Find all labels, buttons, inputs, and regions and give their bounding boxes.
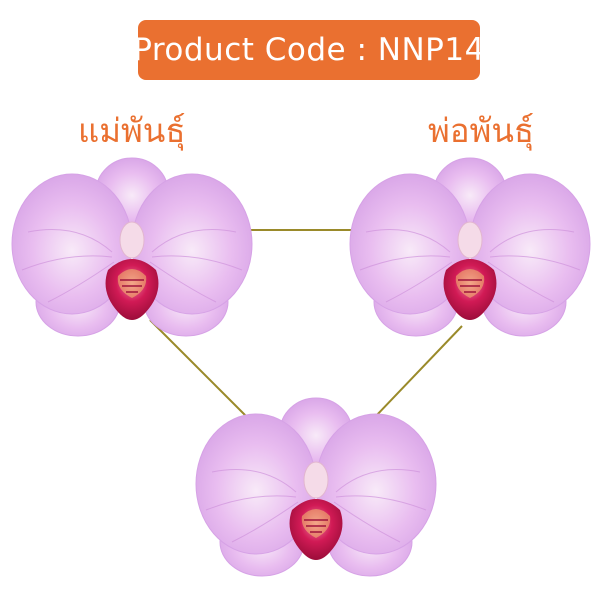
connector-right	[373, 325, 463, 419]
father-orchid-image	[346, 152, 594, 342]
connector-left	[149, 319, 249, 419]
hybrid-orchid-image	[192, 392, 440, 582]
product-code-badge: Product Code : NNP14	[133, 20, 484, 80]
father-label: พ่อพันธุ์	[428, 111, 535, 150]
mother-label: แม่พันธุ์	[78, 111, 186, 150]
product-code-text: Product Code : NNP14	[133, 32, 485, 68]
mother-orchid-image	[8, 152, 256, 342]
